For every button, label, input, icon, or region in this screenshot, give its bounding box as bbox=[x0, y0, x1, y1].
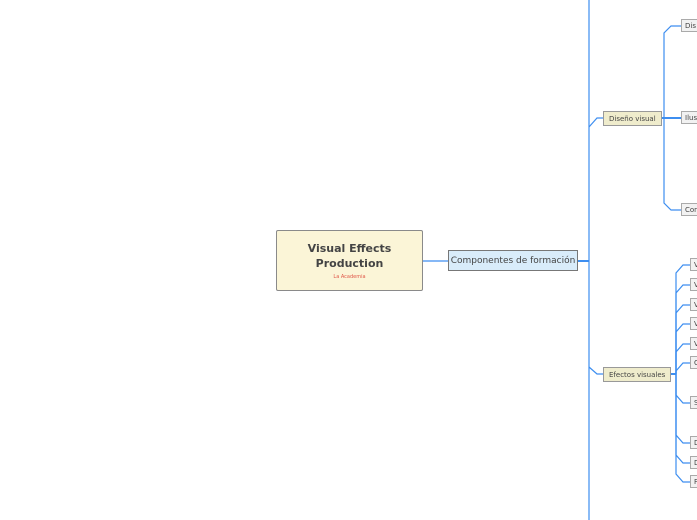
leaf-node[interactable]: Dis bbox=[681, 19, 697, 32]
root-node[interactable]: Visual Effects Production La Academia bbox=[276, 230, 423, 291]
connector-line bbox=[675, 374, 690, 464]
main-topic[interactable]: Componentes de formación bbox=[448, 250, 578, 271]
leaf-node[interactable]: C bbox=[690, 356, 697, 369]
leaf-node[interactable]: Ilus bbox=[681, 111, 697, 124]
branch-diseno-visual[interactable]: Diseño visual bbox=[603, 111, 662, 126]
root-title: Visual Effects Production bbox=[307, 242, 392, 270]
connector-line bbox=[675, 374, 690, 404]
root-subtitle: La Academia bbox=[333, 274, 366, 280]
connector-line bbox=[675, 264, 690, 374]
connector-line bbox=[675, 343, 690, 374]
connector-line bbox=[675, 374, 690, 444]
leaf-node[interactable]: V bbox=[690, 278, 697, 291]
leaf-node[interactable]: D bbox=[690, 456, 697, 469]
leaf-node[interactable]: V bbox=[690, 317, 697, 330]
leaf-node[interactable]: S bbox=[690, 396, 697, 409]
connector-line bbox=[675, 362, 690, 374]
leaf-node[interactable]: V bbox=[690, 258, 697, 271]
leaf-node[interactable]: V bbox=[690, 337, 697, 350]
branch-efectos-visuales[interactable]: Efectos visuales bbox=[603, 367, 672, 382]
connector-line bbox=[588, 366, 603, 375]
connector-line bbox=[675, 374, 690, 483]
leaf-node[interactable]: D bbox=[690, 436, 697, 449]
leaf-node[interactable]: Con bbox=[681, 203, 697, 216]
connector-line bbox=[588, 117, 603, 128]
leaf-node[interactable]: F bbox=[690, 475, 697, 488]
leaf-node[interactable]: V bbox=[690, 298, 697, 311]
connector-line bbox=[663, 118, 681, 211]
connector-line bbox=[663, 25, 681, 118]
